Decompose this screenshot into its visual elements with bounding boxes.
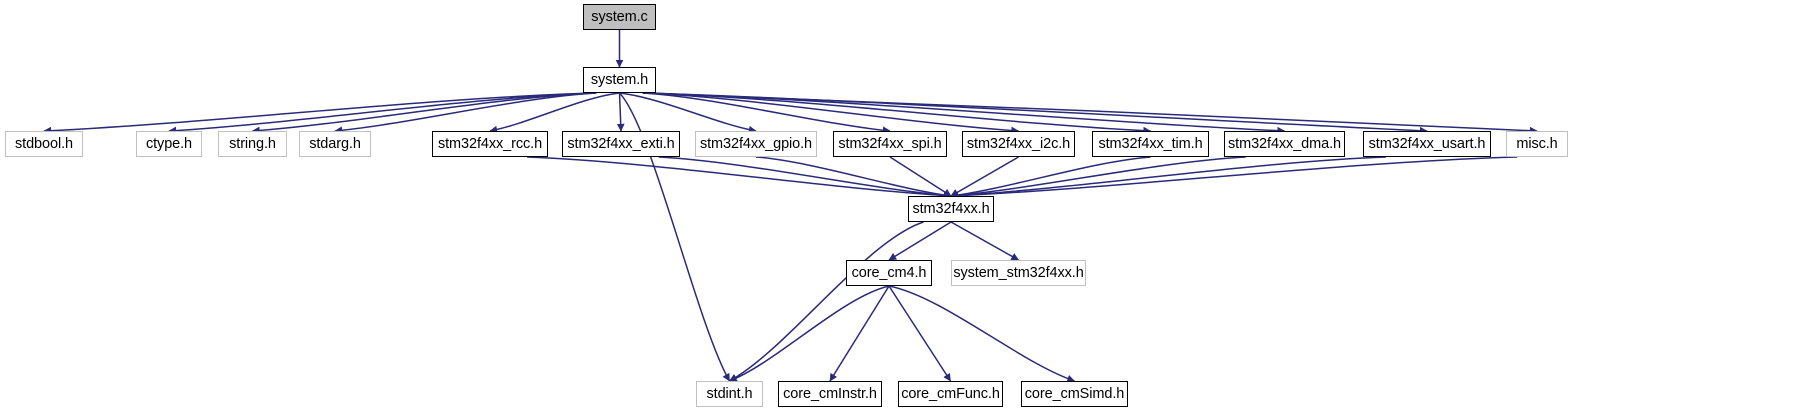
- graph-node-label: core_cm4.h: [851, 264, 927, 281]
- graph-node-label: stdint.h: [706, 385, 753, 402]
- graph-edge-system-h-to-string-h: [251, 92, 597, 135]
- graph-node-label: system.h: [590, 71, 649, 88]
- graph-node-label: stdbool.h: [15, 135, 73, 152]
- graph-node-stm32f4xx-spi-h[interactable]: stm32f4xx_spi.h: [833, 131, 947, 157]
- graph-edge-core-cm4-h-to-core-cmFunc-h: [888, 285, 952, 382]
- graph-node-stm32f4xx-dma-h[interactable]: stm32f4xx_dma.h: [1224, 131, 1345, 157]
- graph-edge-system-h-to-stm32f4xx-i2c-h: [642, 92, 1020, 135]
- graph-edge-stm32f4xx-h-to-system-stm32f4xx-h: [950, 221, 1020, 261]
- graph-node-label: core_cmFunc.h: [901, 385, 1000, 402]
- graph-edge-system-h-to-stdarg-h: [334, 92, 597, 135]
- graph-node-stm32f4xx-gpio-h[interactable]: stm32f4xx_gpio.h: [695, 131, 817, 157]
- graph-edge-stm32f4xx-usart-h-to-stm32f4xx-h: [950, 156, 1387, 200]
- graph-node-label: misc.h: [1516, 135, 1558, 152]
- graph-edge-system-h-to-stm32f4xx-exti-h: [616, 92, 625, 132]
- graph-node-stm32f4xx-i2c-h[interactable]: stm32f4xx_i2c.h: [962, 131, 1075, 157]
- graph-node-label: core_cmInstr.h: [783, 385, 877, 402]
- graph-edge-stm32f4xx-h-to-stdint-h: [728, 221, 924, 382]
- graph-node-label: stm32f4xx_i2c.h: [966, 135, 1071, 152]
- graph-edge-system-h-to-stdbool-h: [43, 92, 597, 135]
- graph-edge-stm32f4xx-spi-h-to-stm32f4xx-h: [889, 156, 952, 197]
- graph-edge-system-h-to-stm32f4xx-usart-h: [642, 92, 1428, 135]
- graph-node-core-cmFunc-h[interactable]: core_cmFunc.h: [898, 381, 1003, 407]
- graph-node-system-h[interactable]: system.h: [583, 67, 656, 93]
- graph-edge-system-h-to-stm32f4xx-rcc-h: [489, 92, 620, 134]
- graph-edge-stm32f4xx-h-to-core-cm4-h: [888, 221, 952, 261]
- graph-node-stdarg-h[interactable]: stdarg.h: [299, 131, 371, 157]
- graph-node-label: stm32f4xx_exti.h: [567, 135, 675, 152]
- graph-node-stm32f4xx-usart-h[interactable]: stm32f4xx_usart.h: [1363, 131, 1491, 157]
- graph-edge-core-cm4-h-to-core-cmSimd-h: [888, 285, 1076, 383]
- graph-node-label: stdarg.h: [309, 135, 361, 152]
- graph-edge-stm32f4xx-dma-h-to-stm32f4xx-h: [950, 156, 1246, 200]
- graph-node-core-cmSimd-h[interactable]: core_cmSimd.h: [1021, 381, 1128, 407]
- graph-node-string-h[interactable]: string.h: [218, 131, 287, 157]
- graph-node-stm32f4xx-h[interactable]: stm32f4xx.h: [908, 196, 994, 222]
- graph-node-system-stm32f4xx-h[interactable]: system_stm32f4xx.h: [951, 260, 1086, 286]
- graph-edge-system-h-to-ctype-h: [168, 92, 597, 135]
- graph-node-label: stm32f4xx_rcc.h: [437, 135, 543, 152]
- graph-edge-system-h-to-stm32f4xx-tim-h: [642, 92, 1152, 135]
- graph-edge-stm32f4xx-gpio-h-to-stm32f4xx-h: [755, 156, 952, 199]
- graph-node-label: stm32f4xx_gpio.h: [699, 135, 813, 152]
- graph-node-stdint-h[interactable]: stdint.h: [696, 381, 763, 407]
- graph-node-label: stm32f4xx.h: [912, 200, 990, 217]
- graph-edge-system-h-to-stm32f4xx-gpio-h: [619, 92, 757, 134]
- graph-edge-stm32f4xx-tim-h-to-stm32f4xx-h: [950, 156, 1151, 199]
- graph-node-label: stm32f4xx_usart.h: [1368, 135, 1486, 152]
- graph-node-core-cm4-h[interactable]: core_cm4.h: [846, 260, 932, 286]
- graph-node-label: ctype.h: [145, 135, 193, 152]
- graph-node-label: system_stm32f4xx.h: [953, 264, 1084, 281]
- graph-node-ctype-h[interactable]: ctype.h: [136, 131, 202, 157]
- graph-node-misc-h[interactable]: misc.h: [1506, 131, 1568, 157]
- graph-node-core-cmInstr-h[interactable]: core_cmInstr.h: [778, 381, 882, 407]
- graph-node-label: string.h: [229, 135, 276, 152]
- graph-node-stm32f4xx-exti-h[interactable]: stm32f4xx_exti.h: [562, 131, 680, 157]
- graph-node-stm32f4xx-tim-h[interactable]: stm32f4xx_tim.h: [1092, 131, 1209, 157]
- graph-node-label: system.c: [591, 8, 648, 25]
- graph-node-stdbool-h[interactable]: stdbool.h: [5, 131, 83, 157]
- graph-edge-stm32f4xx-rcc-h-to-stm32f4xx-h: [527, 156, 952, 200]
- graph-node-system-c[interactable]: system.c: [583, 4, 656, 30]
- graph-edge-misc-h-to-stm32f4xx-h: [950, 156, 1518, 200]
- graph-edge-system-h-to-stm32f4xx-spi-h: [642, 92, 891, 135]
- graph-node-stm32f4xx-rcc-h[interactable]: stm32f4xx_rcc.h: [432, 131, 548, 157]
- graph-node-label: core_cmSimd.h: [1024, 385, 1125, 402]
- graph-edge-core-cm4-h-to-core-cmInstr-h: [829, 285, 890, 382]
- graph-node-label: stm32f4xx_tim.h: [1098, 135, 1203, 152]
- graph-edge-stm32f4xx-i2c-h-to-stm32f4xx-h: [950, 156, 1019, 197]
- graph-edge-system-h-to-misc-h: [642, 92, 1538, 135]
- graph-edge-stm32f4xx-exti-h-to-stm32f4xx-h: [658, 156, 952, 200]
- graph-edge-core-cm4-h-to-stdint-h: [728, 285, 890, 382]
- graph-edge-system-h-to-stm32f4xx-dma-h: [642, 92, 1286, 135]
- graph-node-label: stm32f4xx_spi.h: [838, 135, 942, 152]
- graph-node-label: stm32f4xx_dma.h: [1228, 135, 1341, 152]
